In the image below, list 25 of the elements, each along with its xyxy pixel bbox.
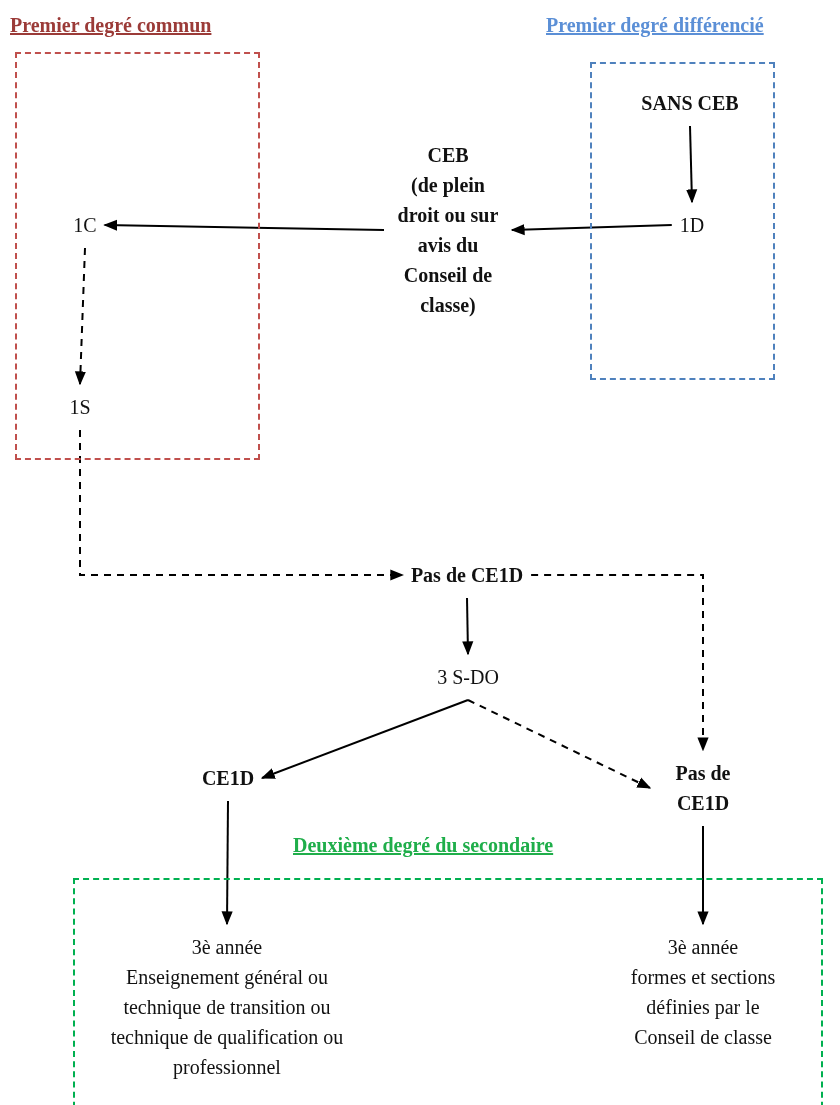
section-heading: Premier degré différencié <box>546 14 764 37</box>
arrow <box>221 800 233 926</box>
stage-label: 3 S-DO <box>437 665 499 690</box>
arrow <box>103 219 385 231</box>
stage-label: Pas de CE1D <box>410 563 524 588</box>
dashed-arrow <box>467 699 652 789</box>
arrow <box>697 825 709 926</box>
stage-label: 1C <box>73 213 97 238</box>
dashed-arrow <box>79 429 405 581</box>
section-heading: Premier degré commun <box>10 14 212 37</box>
stage-label: 1D <box>679 213 705 238</box>
stage-label: 3è année formes et sections définies par le Conseil de classe <box>629 935 777 1050</box>
arrow <box>462 597 474 656</box>
stage-label: CEB (de plein droit ou sur avis du Conseil de classe) <box>396 143 500 318</box>
stage-label: CE1D <box>201 766 255 791</box>
dashed-arrow <box>530 574 709 752</box>
stage-label: SANS CEB <box>641 91 739 116</box>
arrow <box>510 224 673 236</box>
arrow <box>260 699 469 779</box>
stage-label: 1S <box>69 395 91 420</box>
stage-label: 3è année Enseignement général ou technique de transition ou technique de qualification ou professionnel <box>109 935 345 1081</box>
dashed-arrow <box>74 247 87 386</box>
section-heading: Deuxième degré du secondaire <box>293 834 554 857</box>
arrow <box>686 125 698 204</box>
stage-label: Pas de CE1D <box>674 761 732 816</box>
